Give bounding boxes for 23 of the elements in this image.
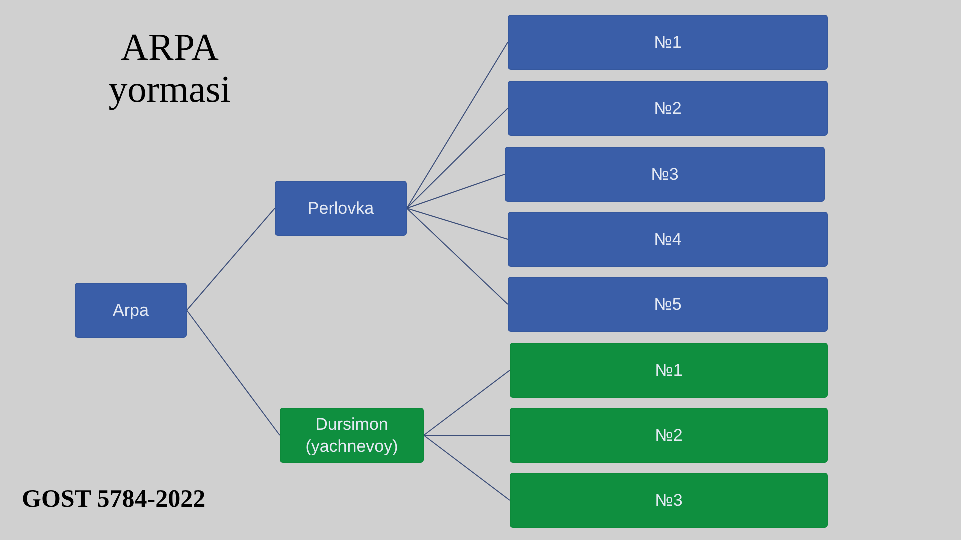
connector-line [186,208,276,311]
category-box: №1 [510,343,828,398]
category-box: №2 [508,81,828,136]
connector-line [406,108,508,209]
connector-line [406,174,506,209]
category-box: Perlovka [275,181,407,236]
category-box: №2 [510,408,828,463]
standard-note: GOST 5784-2022 [22,486,206,514]
connector-line [424,435,510,436]
connector-line [186,310,280,436]
category-box: №4 [508,212,828,267]
category-box: №1 [508,15,828,70]
category-box: Arpa [75,283,187,338]
connector-line [424,435,510,501]
connector-line [406,208,508,240]
title: ARPA yormasi [108,28,232,112]
connector-line [424,370,510,436]
connector-line [406,208,508,305]
category-box: №5 [508,277,828,332]
connector-line [406,42,508,209]
category-box: №3 [510,473,828,528]
category-box: Dursimon (yachnevoy) [280,408,424,463]
category-box: №3 [505,147,825,202]
